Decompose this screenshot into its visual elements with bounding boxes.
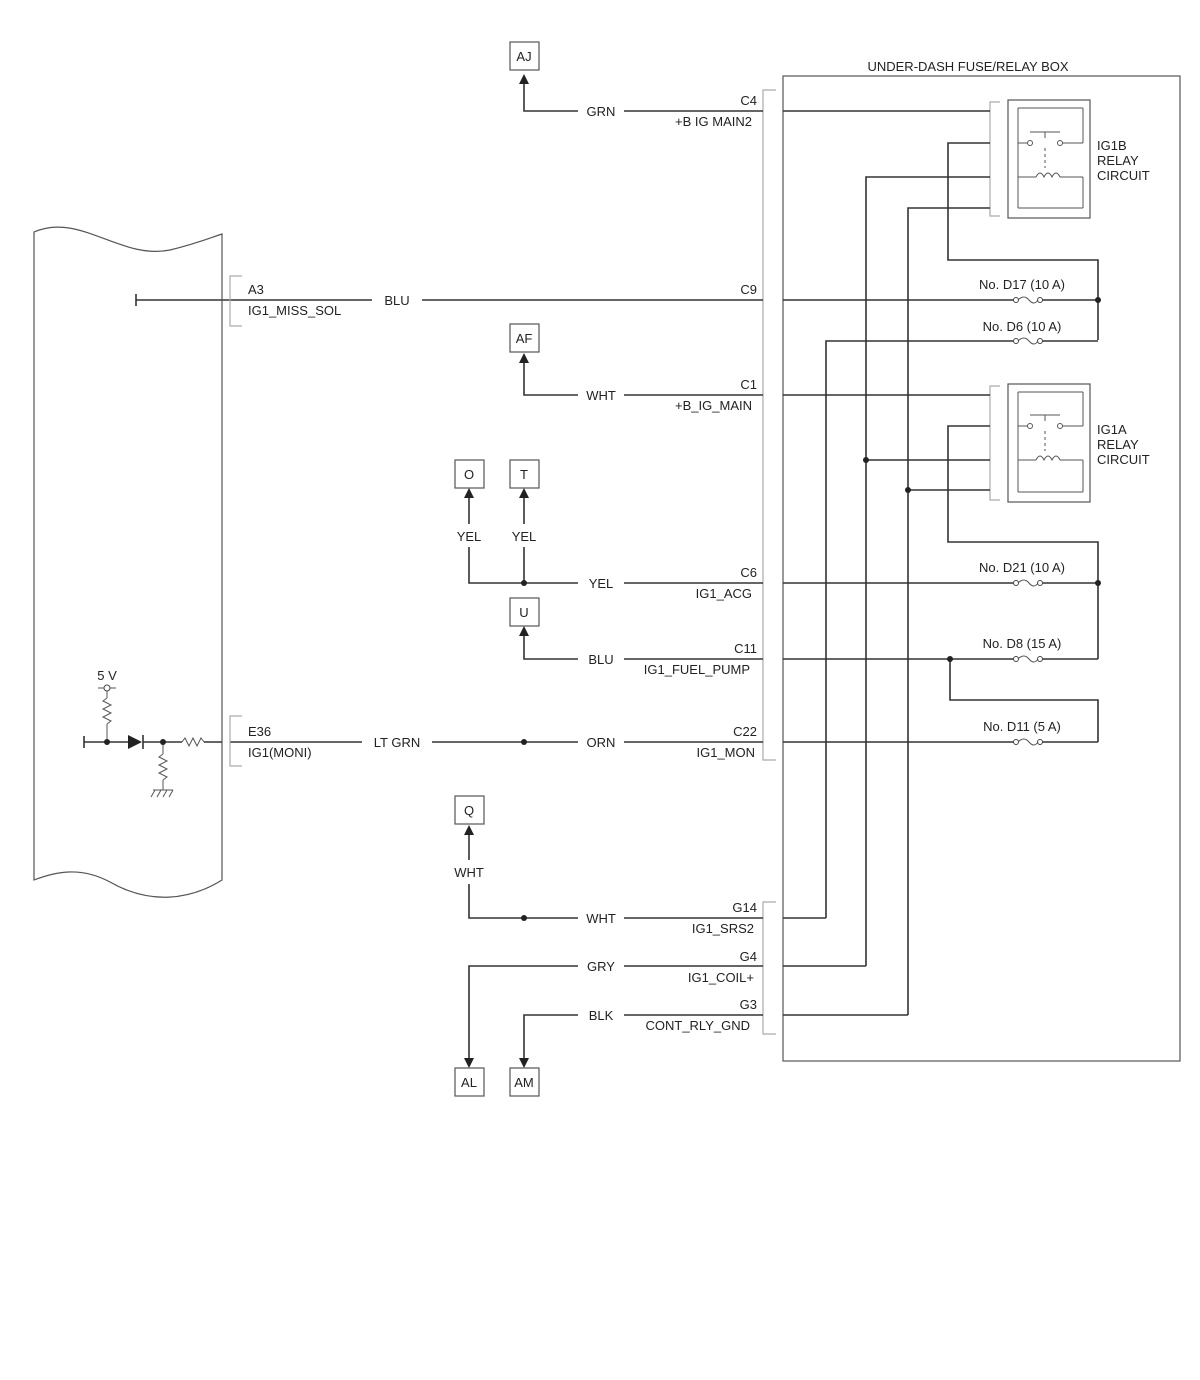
svg-text:Q: Q (464, 803, 474, 818)
svg-text:G14: G14 (732, 900, 757, 915)
fuse-d6: No. D6 (10 A) (983, 319, 1062, 345)
monitor-circuit: 5 V (83, 668, 222, 798)
connector-g-bracket (762, 901, 776, 1035)
svg-text:O: O (464, 467, 474, 482)
svg-text:AF: AF (516, 331, 533, 346)
fuse-d21: No. D21 (10 A) (979, 560, 1065, 587)
svg-text:AL: AL (461, 1075, 477, 1090)
svg-text:CIRCUIT: CIRCUIT (1097, 168, 1150, 183)
connector-am: AM (509, 1067, 540, 1097)
svg-text:G4: G4 (740, 949, 757, 964)
svg-text:C22: C22 (733, 724, 757, 739)
svg-text:+B IG MAIN2: +B IG MAIN2 (675, 114, 752, 129)
fuse-relay-box (782, 75, 1181, 1062)
wire-g14: WHT WHT G14 IG1_SRS2 (454, 825, 763, 936)
fuse-d8: No. D8 (15 A) (983, 636, 1062, 663)
svg-text:IG1_ACG: IG1_ACG (696, 586, 752, 601)
svg-text:AJ: AJ (516, 49, 531, 64)
svg-text:C6: C6 (740, 565, 757, 580)
svg-text:No. D11 (5 A): No. D11 (5 A) (983, 719, 1061, 734)
svg-text:T: T (520, 467, 528, 482)
svg-text:IG1A: IG1A (1097, 422, 1127, 437)
svg-text:YEL: YEL (589, 576, 614, 591)
svg-text:+B_IG_MAIN: +B_IG_MAIN (675, 398, 752, 413)
connector-u: U (509, 597, 540, 627)
wire-g3: BLK G3 CONT_RLY_GND (519, 997, 763, 1068)
connector-al: AL (454, 1067, 485, 1097)
connector-aj: AJ (509, 41, 540, 71)
wire-c4: GRN C4 +B IG MAIN2 (519, 74, 763, 129)
connector-c-bracket (762, 89, 776, 761)
relay-ig1b-label: IG1B RELAY CIRCUIT (1097, 138, 1150, 183)
relay-ig1a (989, 383, 1091, 503)
svg-text:IG1B: IG1B (1097, 138, 1127, 153)
svg-text:BLU: BLU (588, 652, 613, 667)
connector-q: Q (454, 795, 485, 825)
svg-text:BLU: BLU (384, 293, 409, 308)
box-title: UNDER-DASH FUSE/RELAY BOX (867, 59, 1068, 74)
connector-af: AF (509, 323, 540, 353)
wire-c6: YEL YEL YEL C6 IG1_ACG (457, 488, 763, 601)
svg-text:C4: C4 (740, 93, 757, 108)
ecu-pin-e36: E36 IG1(MONI) (248, 724, 312, 760)
svg-text:ORN: ORN (587, 735, 616, 750)
svg-text:C1: C1 (740, 377, 757, 392)
svg-text:IG1_MISS_SOL: IG1_MISS_SOL (248, 303, 341, 318)
svg-text:LT GRN: LT GRN (374, 735, 420, 750)
svg-text:IG1_FUEL_PUMP: IG1_FUEL_PUMP (644, 662, 750, 677)
ecu-pin-a3: A3 IG1_MISS_SOL (248, 282, 341, 318)
svg-text:YEL: YEL (457, 529, 482, 544)
connector-o: O (454, 459, 485, 489)
svg-text:5 V: 5 V (97, 668, 117, 683)
wire-g4: GRY G4 IG1_COIL+ (464, 949, 763, 1068)
ecu-bracket-e36 (229, 715, 242, 767)
ecu-module-outline (33, 226, 223, 898)
svg-text:IG1(MONI): IG1(MONI) (248, 745, 312, 760)
svg-text:IG1_COIL+: IG1_COIL+ (688, 970, 754, 985)
svg-text:No. D8 (15 A): No. D8 (15 A) (983, 636, 1062, 651)
svg-text:AM: AM (514, 1075, 534, 1090)
wire-c22: LT GRN ORN C22 IG1_MON (230, 724, 763, 760)
wire-c11: BLU C11 IG1_FUEL_PUMP (519, 626, 763, 677)
ecu-bracket-a3 (229, 275, 242, 327)
svg-text:C9: C9 (740, 282, 757, 297)
svg-text:G3: G3 (740, 997, 757, 1012)
svg-text:CONT_RLY_GND: CONT_RLY_GND (645, 1018, 750, 1033)
svg-text:No. D17 (10 A): No. D17 (10 A) (979, 277, 1065, 292)
svg-text:WHT: WHT (586, 388, 616, 403)
fuse-d11: No. D11 (5 A) (983, 719, 1061, 746)
svg-text:GRN: GRN (587, 104, 616, 119)
svg-text:YEL: YEL (512, 529, 537, 544)
svg-text:A3: A3 (248, 282, 264, 297)
svg-text:WHT: WHT (454, 865, 484, 880)
svg-text:RELAY: RELAY (1097, 437, 1139, 452)
svg-text:E36: E36 (248, 724, 271, 739)
svg-text:C11: C11 (734, 641, 757, 656)
svg-text:BLK: BLK (589, 1008, 614, 1023)
svg-text:U: U (519, 605, 528, 620)
connector-t: T (509, 459, 540, 489)
relay-ig1a-label: IG1A RELAY CIRCUIT (1097, 422, 1150, 467)
svg-text:RELAY: RELAY (1097, 153, 1139, 168)
wire-c1: WHT C1 +B_IG_MAIN (519, 353, 763, 413)
svg-text:CIRCUIT: CIRCUIT (1097, 452, 1150, 467)
svg-text:No. D6 (10 A): No. D6 (10 A) (983, 319, 1062, 334)
svg-text:IG1_MON: IG1_MON (696, 745, 755, 760)
svg-text:No. D21 (10 A): No. D21 (10 A) (979, 560, 1065, 575)
relay-ig1b (989, 99, 1091, 219)
svg-text:WHT: WHT (586, 911, 616, 926)
wire-c9: BLU C9 (135, 282, 763, 308)
svg-text:IG1_SRS2: IG1_SRS2 (692, 921, 754, 936)
fuse-d17: No. D17 (10 A) (979, 277, 1065, 304)
svg-text:GRY: GRY (587, 959, 615, 974)
